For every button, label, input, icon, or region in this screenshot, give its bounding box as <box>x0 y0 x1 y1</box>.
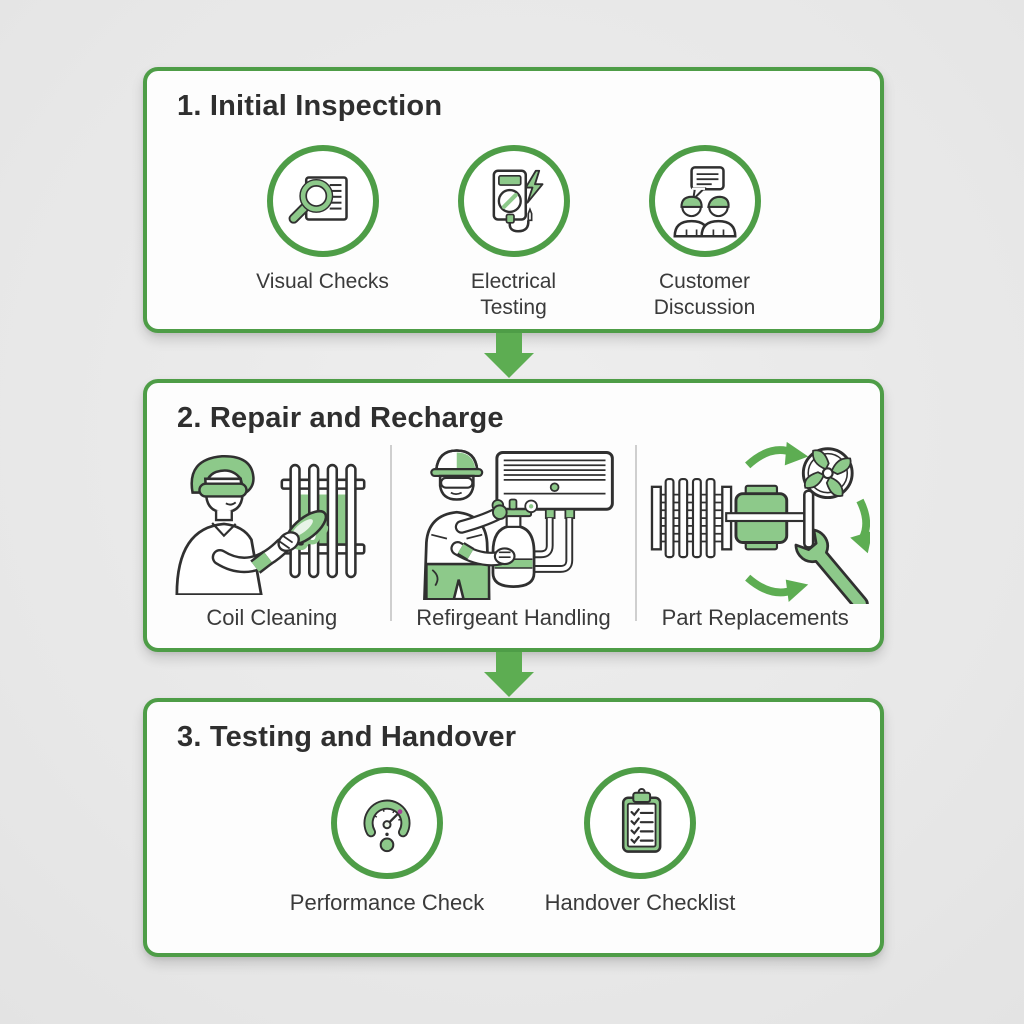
item-label: Refirgeant Handling <box>416 605 611 630</box>
panel-divider <box>390 445 392 621</box>
conversation-icon <box>672 166 737 238</box>
part-replacement-illustration <box>650 441 871 604</box>
item-electrical-testing: Electrical Testing <box>418 145 609 321</box>
item-label: Customer Discussion <box>653 270 756 320</box>
multimeter-icon <box>492 169 543 233</box>
flow-arrow-down-icon <box>484 652 534 697</box>
step-box-initial-inspection: 1. Initial Inspection <box>143 67 884 333</box>
flow-arrow-down-icon <box>484 333 534 378</box>
magnifier-document-icon <box>288 176 348 224</box>
icon-circle <box>584 767 696 879</box>
person-right <box>699 195 737 238</box>
item-label: Handover Checklist <box>544 890 736 915</box>
panel-coil-cleaning: Coil Cleaning <box>151 439 393 631</box>
step3-items: Performance Check <box>147 767 880 916</box>
step2-panels: Coil Cleaning <box>151 439 876 631</box>
panel-divider <box>635 445 637 621</box>
step-title: 3. Testing and Handover <box>177 721 517 753</box>
step-title: 1. Initial Inspection <box>177 90 443 122</box>
panel-part-replacements: Part Replacements <box>634 439 876 631</box>
item-label: Performance Check <box>289 890 485 915</box>
step1-items: Visual Checks Electrical Testing <box>147 145 880 321</box>
item-label: Visual Checks <box>256 270 389 293</box>
icon-circle <box>457 145 570 257</box>
gauge-icon <box>363 799 411 853</box>
panel-refrigerant-handling: Refirgeant Handling <box>393 439 635 631</box>
refrigerant-handling-illustration <box>422 449 614 600</box>
step-box-testing-handover: 3. Testing and Handover <box>143 698 884 957</box>
coil-cleaning-illustration <box>175 454 366 595</box>
checklist-icon <box>621 787 662 853</box>
step-title: 2. Repair and Recharge <box>177 402 504 434</box>
icon-circle <box>648 145 761 257</box>
item-label: Part Replacements <box>661 605 849 630</box>
item-label: Electrical Testing <box>470 270 557 320</box>
item-customer-discussion: Customer Discussion <box>609 145 800 321</box>
item-handover-checklist: Handover Checklist <box>514 767 767 916</box>
item-visual-checks: Visual Checks <box>227 145 418 321</box>
item-label: Coil Cleaning <box>206 605 338 630</box>
item-performance-check: Performance Check <box>261 767 514 916</box>
icon-circle <box>331 767 443 879</box>
step-box-repair-recharge: 2. Repair and Recharge <box>143 379 884 652</box>
icon-circle <box>266 145 379 257</box>
